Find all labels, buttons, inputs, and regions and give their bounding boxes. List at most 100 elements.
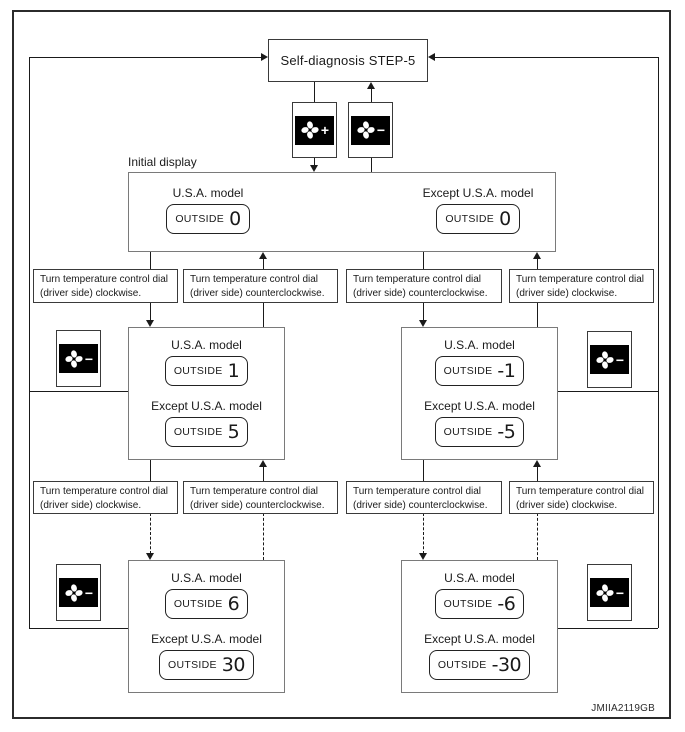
fan-blades-icon	[596, 583, 614, 602]
instruction-clockwise: Turn temperature control dial (driver si…	[33, 481, 178, 514]
instruction-line: (driver side) counterclockwise.	[190, 287, 325, 299]
outside-label: OUTSIDE	[443, 426, 493, 439]
outside-display: OUTSIDE 6	[164, 589, 249, 620]
fan-down-button-box: −	[56, 564, 101, 621]
connector-line-dashed	[150, 513, 151, 554]
outside-display: OUTSIDE 1	[164, 356, 249, 387]
loop-line-top-right	[435, 57, 658, 58]
outside-display: OUTSIDE -30	[428, 650, 531, 681]
arrow-up-icon	[259, 460, 267, 467]
outer-frame	[12, 10, 671, 719]
instruction-clockwise: Turn temperature control dial (driver si…	[509, 481, 654, 514]
arrow-right-icon	[261, 53, 268, 61]
self-diagnosis-step-label: Self-diagnosis STEP-5	[280, 53, 416, 68]
except-usa-model-label: Except U.S.A. model	[424, 632, 535, 647]
instruction-line: Turn temperature control dial	[516, 274, 645, 285]
initial-display-label: Initial display	[128, 155, 197, 169]
outside-value: 0	[499, 208, 511, 230]
instruction-line: Turn temperature control dial	[40, 274, 169, 285]
arrow-down-icon	[310, 165, 318, 172]
outside-display: OUTSIDE 0	[166, 204, 250, 235]
minus-sign: −	[84, 584, 94, 601]
state-box-middle-right: U.S.A. model OUTSIDE -1 Except U.S.A. mo…	[401, 327, 558, 460]
except-usa-model-label: Except U.S.A. model	[422, 186, 534, 200]
usa-model-label: U.S.A. model	[172, 186, 244, 200]
usa-display-group: U.S.A. model OUTSIDE 0	[129, 186, 287, 235]
outside-value: -1	[497, 360, 516, 382]
loop-branch-middle-right	[558, 391, 658, 392]
minus-sign: −	[376, 122, 386, 138]
connector-line-dashed	[263, 513, 264, 560]
usa-model-label: U.S.A. model	[444, 338, 515, 352]
instruction-counterclockwise: Turn temperature control dial (driver si…	[183, 269, 338, 303]
fan-down-button-box: −	[56, 330, 101, 387]
instruction-line: (driver side) clockwise.	[40, 499, 142, 511]
outside-value: 1	[227, 360, 240, 382]
fan-plus-icon: +	[295, 115, 334, 145]
connector-line	[314, 158, 315, 166]
connector-line	[537, 466, 538, 481]
instruction-line: (driver side) counterclockwise.	[353, 287, 488, 299]
usa-model-label: U.S.A. model	[171, 338, 242, 352]
arrow-up-icon	[533, 252, 541, 259]
instruction-line: (driver side) counterclockwise.	[353, 499, 488, 511]
fan-minus-icon: −	[590, 578, 629, 607]
self-diagnosis-step-box: Self-diagnosis STEP-5	[268, 39, 428, 82]
outside-label: OUTSIDE	[175, 213, 225, 226]
fan-minus-icon: −	[590, 345, 629, 374]
fan-down-button-box: −	[348, 102, 393, 158]
outside-display: OUTSIDE 30	[159, 650, 254, 681]
outside-label: OUTSIDE	[443, 598, 493, 611]
outside-value: -6	[497, 593, 516, 615]
connector-line-dashed	[423, 513, 424, 554]
usa-model-label: U.S.A. model	[171, 571, 242, 585]
connector-line	[263, 466, 264, 481]
connector-line	[150, 252, 151, 269]
minus-sign: −	[615, 584, 625, 601]
except-usa-model-label: Except U.S.A. model	[151, 632, 262, 647]
instruction-line: (driver side) clockwise.	[516, 499, 618, 511]
outside-display: OUTSIDE -5	[434, 417, 525, 448]
except-usa-display-group: Except U.S.A. model OUTSIDE 0	[399, 186, 557, 235]
connector-line	[423, 303, 424, 321]
connector-line	[371, 158, 372, 172]
plus-sign: +	[320, 122, 330, 138]
minus-sign: −	[615, 351, 625, 368]
outside-value: 30	[221, 654, 246, 677]
outside-value: -5	[497, 421, 516, 444]
instruction-line: Turn temperature control dial	[190, 274, 319, 285]
state-box-bottom-left: U.S.A. model OUTSIDE 6 Except U.S.A. mod…	[128, 560, 285, 693]
instruction-counterclockwise: Turn temperature control dial (driver si…	[346, 269, 502, 303]
fan-up-button-box: +	[292, 102, 337, 158]
initial-display-box: U.S.A. model OUTSIDE 0 Except U.S.A. mod…	[128, 172, 556, 252]
outside-display: OUTSIDE 5	[164, 417, 249, 448]
instruction-line: Turn temperature control dial	[190, 486, 319, 497]
loop-branch-bottom-left	[29, 628, 128, 629]
arrow-down-icon	[146, 320, 154, 327]
outside-value: 0	[229, 208, 241, 230]
connector-line	[314, 82, 315, 102]
connector-line	[537, 303, 538, 327]
fan-blades-icon	[65, 583, 83, 602]
arrow-down-icon	[419, 553, 427, 560]
fan-down-button-box: −	[587, 331, 632, 388]
loop-line-left	[29, 57, 30, 628]
connector-line	[423, 252, 424, 269]
fan-down-button-box: −	[587, 564, 632, 621]
fan-minus-icon: −	[351, 115, 390, 145]
usa-model-label: U.S.A. model	[444, 571, 515, 585]
fan-minus-icon: −	[59, 578, 98, 607]
instruction-clockwise: Turn temperature control dial (driver si…	[33, 269, 178, 303]
outside-display: OUTSIDE -6	[434, 589, 525, 620]
connector-line-dashed	[537, 513, 538, 560]
fan-blades-icon	[301, 121, 319, 139]
arrow-up-icon	[259, 252, 267, 259]
arrow-left-icon	[428, 53, 435, 61]
fan-blades-icon	[596, 350, 614, 369]
fan-blades-icon	[65, 349, 83, 368]
instruction-clockwise: Turn temperature control dial (driver si…	[509, 269, 654, 303]
instruction-line: Turn temperature control dial	[40, 486, 169, 497]
loop-line-top-left	[29, 57, 261, 58]
loop-line-right	[658, 57, 659, 628]
instruction-line: Turn temperature control dial	[353, 274, 482, 285]
